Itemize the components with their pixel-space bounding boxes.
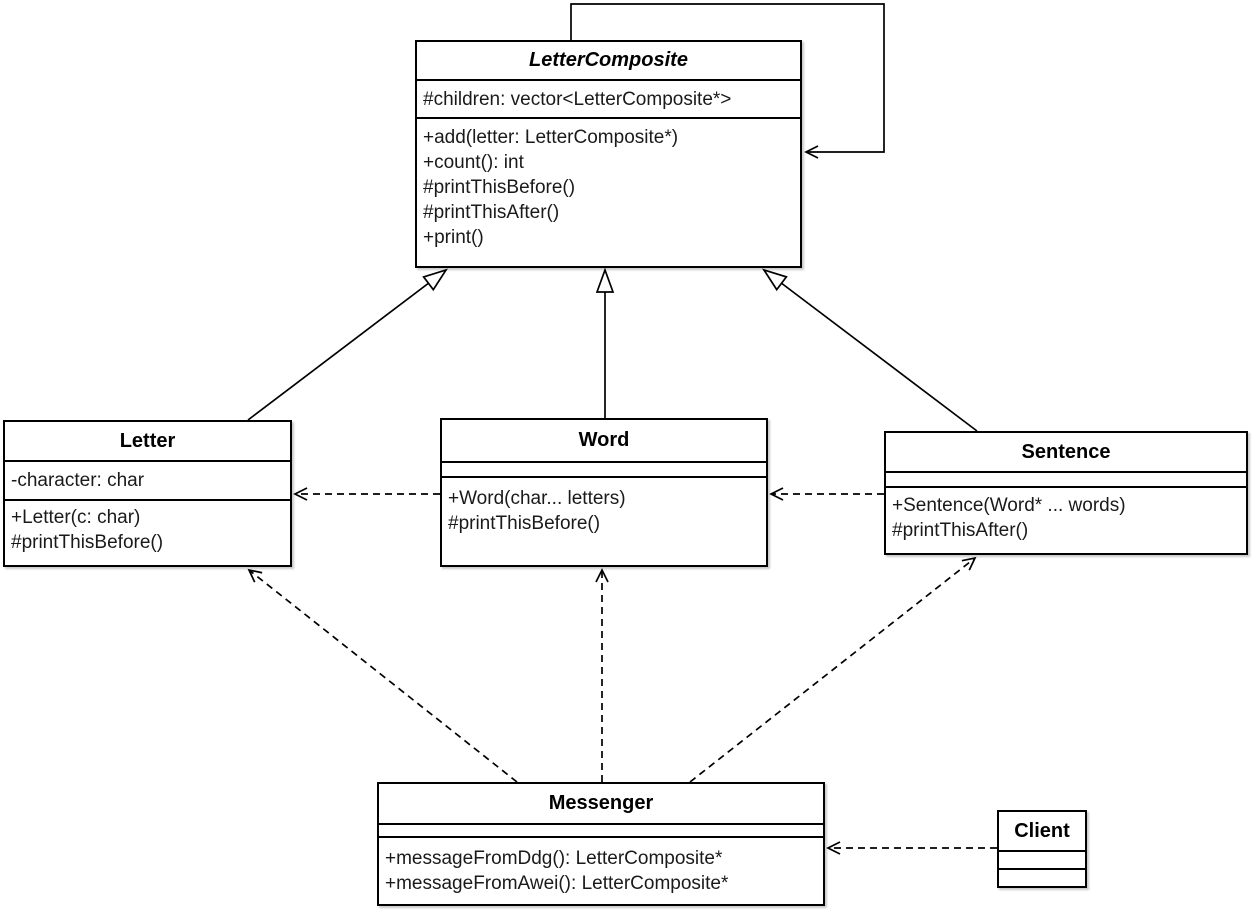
method: +count(): int	[423, 152, 524, 173]
method: #printThisAfter()	[423, 202, 560, 223]
class-sentence-title: Sentence	[886, 433, 1246, 473]
class-sentence: Sentence +Sentence(Word* ... words) #pri…	[884, 431, 1248, 555]
method: +messageFromAwei(): LetterComposite*	[385, 873, 729, 894]
class-lettercomposite: LetterComposite #children: vector<Letter…	[415, 40, 802, 268]
class-messenger-title: Messenger	[379, 784, 823, 825]
class-client-title: Client	[999, 812, 1085, 852]
method: #printThisAfter()	[892, 520, 1029, 541]
attribute: -character: char	[11, 470, 145, 491]
method: +print()	[423, 227, 484, 248]
class-letter-title: Letter	[5, 422, 290, 462]
class-word: Word +Word(char... letters) #printThisBe…	[440, 418, 768, 567]
class-sentence-methods: +Sentence(Word* ... words) #printThisAft…	[886, 488, 1246, 549]
class-letter: Letter -character: char +Letter(c: char)…	[3, 420, 292, 567]
class-messenger-attributes	[379, 825, 823, 838]
class-word-title: Word	[442, 420, 766, 463]
class-client-attributes	[999, 852, 1085, 870]
class-messenger-methods: +messageFromDdg(): LetterComposite* +mes…	[379, 838, 823, 900]
method: +Word(char... letters)	[448, 488, 626, 509]
method: +messageFromDdg(): LetterComposite*	[385, 848, 723, 869]
edge-messenger-letter-dependency	[247, 568, 518, 783]
class-word-methods: +Word(char... letters) #printThisBefore(…	[442, 478, 766, 563]
class-client: Client	[997, 810, 1087, 888]
method: #printThisBefore()	[11, 532, 164, 553]
method: +add(letter: LetterComposite*)	[423, 127, 679, 148]
class-sentence-attributes	[886, 473, 1246, 488]
method: #printThisBefore()	[423, 177, 576, 198]
edge-messenger-sentence-dependency	[689, 556, 977, 783]
attribute: #children: vector<LetterComposite*>	[423, 88, 732, 110]
class-lettercomposite-attributes: #children: vector<LetterComposite*>	[417, 81, 800, 119]
method: #printThisBefore()	[448, 513, 601, 534]
class-letter-attributes: -character: char	[5, 462, 290, 501]
class-client-methods	[999, 870, 1085, 882]
method: +Sentence(Word* ... words)	[892, 495, 1126, 516]
class-messenger: Messenger +messageFromDdg(): LetterCompo…	[377, 782, 825, 906]
class-lettercomposite-title: LetterComposite	[417, 42, 800, 81]
class-lettercomposite-methods: +add(letter: LetterComposite*) +count():…	[417, 119, 800, 266]
method: +Letter(c: char)	[11, 507, 141, 528]
class-letter-methods: +Letter(c: char) #printThisBefore()	[5, 501, 290, 563]
class-word-attributes	[442, 463, 766, 478]
edge-letter-generalization	[247, 268, 448, 421]
edge-sentence-generalization	[762, 268, 978, 432]
